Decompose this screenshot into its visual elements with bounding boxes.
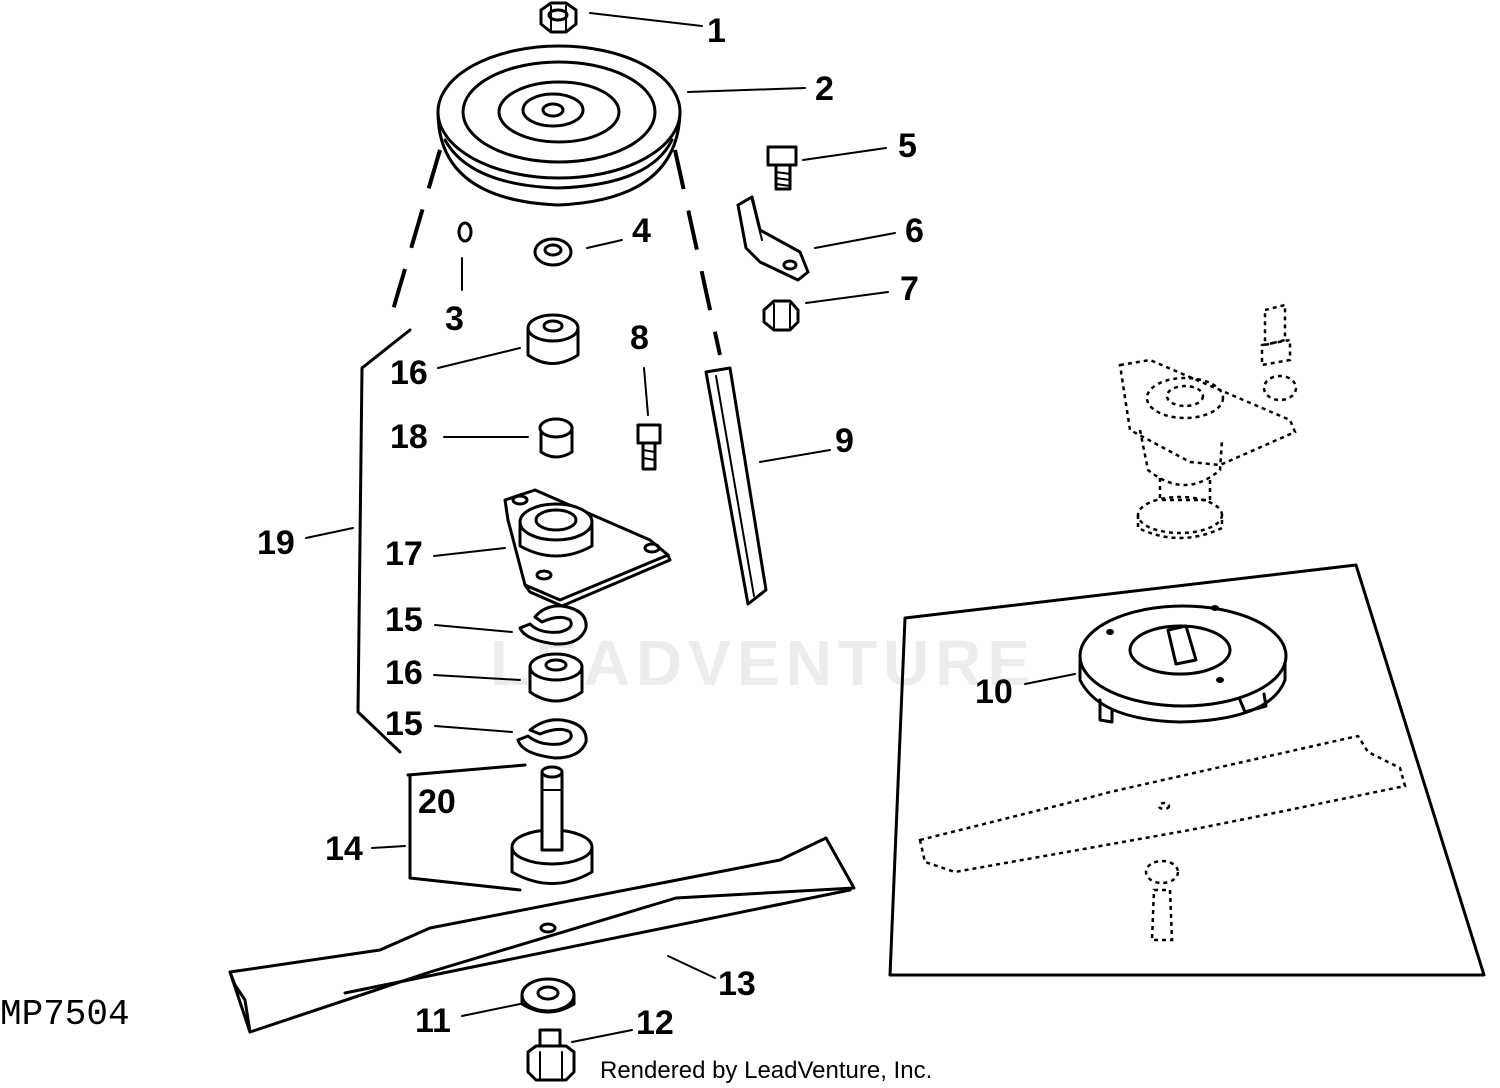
belt-line-right <box>673 149 722 356</box>
callout-17[interactable]: 17 <box>385 535 423 573</box>
part-16-bearing-lower[interactable] <box>528 652 584 703</box>
callout-5[interactable]: 5 <box>898 127 917 165</box>
part-10-inset-panel <box>888 563 1486 977</box>
callout-9[interactable]: 9 <box>835 422 854 460</box>
callout-14[interactable]: 14 <box>325 830 363 868</box>
bracket-19 <box>356 328 412 754</box>
part-4-washer[interactable] <box>533 237 573 267</box>
callout-8[interactable]: 8 <box>630 319 649 357</box>
part-18-spacer[interactable] <box>538 417 574 459</box>
credit-line: Rendered by LeadVenture, Inc. <box>600 1057 932 1084</box>
part-9-belt[interactable] <box>704 366 768 606</box>
callout-12[interactable]: 12 <box>636 1004 674 1042</box>
bracket-20 <box>406 763 527 777</box>
callout-10[interactable]: 10 <box>975 673 1013 711</box>
leader-lines <box>305 12 1076 1043</box>
part-15-snap-ring-lower[interactable] <box>516 718 588 760</box>
part-11-washer[interactable] <box>520 977 576 1014</box>
figure-code: MP7504 <box>0 994 130 1035</box>
belt-line-left <box>388 149 442 321</box>
callout-7[interactable]: 7 <box>900 270 919 308</box>
callout-19[interactable]: 19 <box>257 524 295 562</box>
part-8-screw[interactable] <box>636 423 662 471</box>
callout-13[interactable]: 13 <box>718 965 756 1003</box>
callout-3[interactable]: 3 <box>445 300 464 338</box>
callout-15-lower[interactable]: 15 <box>385 705 423 743</box>
callout-15-upper[interactable]: 15 <box>385 601 423 639</box>
callout-6[interactable]: 6 <box>905 212 924 250</box>
part-5-bolt[interactable] <box>766 145 798 191</box>
callout-2[interactable]: 2 <box>815 70 834 108</box>
bracket-14 <box>408 773 522 892</box>
callout-16-upper[interactable]: 16 <box>390 354 428 392</box>
part-10-mounting-plate[interactable] <box>1078 604 1288 724</box>
inset-blade <box>918 734 1407 942</box>
callout-20[interactable]: 20 <box>418 783 456 821</box>
part-3-pin[interactable] <box>457 221 473 243</box>
part-13-blade[interactable] <box>228 836 856 1034</box>
callout-11[interactable]: 11 <box>415 1002 451 1040</box>
callout-16-lower[interactable]: 16 <box>385 654 423 692</box>
callout-18[interactable]: 18 <box>390 418 428 456</box>
inset-spindle-assembly <box>1118 303 1298 540</box>
part-1-nut[interactable] <box>539 1 578 34</box>
part-6-bracket[interactable] <box>736 195 810 282</box>
callout-1[interactable]: 1 <box>707 12 726 50</box>
part-7-nut[interactable] <box>762 299 800 332</box>
part-2-pulley[interactable] <box>436 44 682 207</box>
part-14-spindle[interactable] <box>510 765 594 885</box>
callout-4[interactable]: 4 <box>632 212 651 250</box>
part-15-snap-ring-upper[interactable] <box>518 604 588 646</box>
part-12-bolt[interactable] <box>526 1028 576 1082</box>
part-17-housing[interactable] <box>503 488 672 608</box>
part-16-bearing-upper[interactable] <box>526 313 580 365</box>
